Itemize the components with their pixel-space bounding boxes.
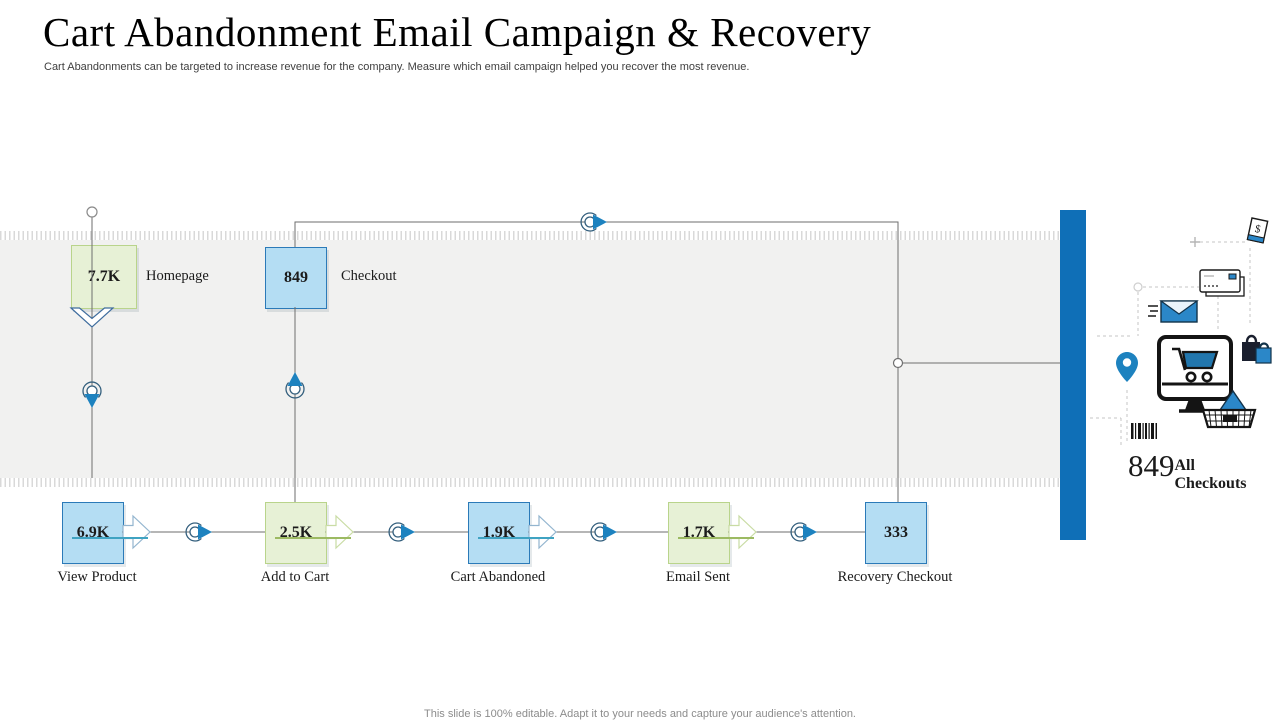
location-pin-icon bbox=[1116, 352, 1138, 382]
page-title: Cart Abandonment Email Campaign & Recove… bbox=[43, 9, 872, 55]
receipt-icon: $ bbox=[1246, 217, 1269, 244]
node-add-to-cart[interactable]: 2.5K bbox=[265, 502, 327, 564]
node-email-sent-value: 1.7K bbox=[682, 524, 716, 541]
shopping-bag-icon bbox=[1242, 334, 1272, 364]
node-view-product-label: View Product bbox=[57, 569, 137, 585]
footer-note: This slide is 100% editable. Adapt it to… bbox=[424, 708, 856, 720]
node-recovery-checkout[interactable]: 333 bbox=[865, 502, 927, 564]
flow-marker-right-icon bbox=[590, 522, 618, 542]
total-checkouts: 849 All Checkouts bbox=[1128, 450, 1263, 494]
node-email-sent[interactable]: 1.7K bbox=[668, 502, 730, 564]
accent-bar bbox=[1060, 210, 1086, 540]
node-checkout-value: 849 bbox=[284, 269, 308, 286]
shopping-basket-icon bbox=[1201, 389, 1257, 429]
flow-marker-right-icon bbox=[790, 522, 818, 542]
total-checkouts-value: 849 bbox=[1128, 448, 1175, 483]
credit-card-icon bbox=[1199, 269, 1245, 297]
perforation-band-top bbox=[0, 231, 1062, 240]
node-view-product-value: 6.9K bbox=[76, 524, 110, 541]
node-homepage-label: Homepage bbox=[146, 268, 209, 284]
node-add-to-cart-label: Add to Cart bbox=[260, 569, 330, 585]
node-homepage[interactable]: 7.7K bbox=[71, 245, 137, 309]
node-view-product[interactable]: 6.9K bbox=[62, 502, 124, 564]
dash-node-circle bbox=[1133, 282, 1143, 292]
block-arrows bbox=[122, 515, 757, 549]
icon-cluster-dashes bbox=[1090, 241, 1251, 447]
node-add-to-cart-value: 2.5K bbox=[279, 524, 313, 541]
node-recovery-checkout-value: 333 bbox=[884, 524, 908, 541]
barcode-icon bbox=[1131, 423, 1157, 439]
node-checkout-label: Checkout bbox=[341, 268, 397, 284]
flow-marker-right-icon bbox=[388, 522, 416, 542]
node-cart-abandoned[interactable]: 1.9K bbox=[468, 502, 530, 564]
node-checkout[interactable]: 849 bbox=[265, 247, 327, 309]
flow-marker-right-icon bbox=[185, 522, 213, 542]
plus-icon bbox=[1190, 237, 1200, 247]
node-email-sent-label: Email Sent bbox=[665, 569, 731, 585]
send-email-icon bbox=[1148, 300, 1199, 323]
node-homepage-value: 7.7K bbox=[87, 268, 121, 285]
perforation-band-bottom bbox=[0, 478, 1062, 487]
monitor-cart-icon bbox=[1157, 335, 1233, 413]
total-checkouts-label: All Checkouts bbox=[1174, 457, 1247, 493]
node-recovery-checkout-label: Recovery Checkout bbox=[837, 569, 953, 585]
flow-marker-right-icon bbox=[580, 212, 608, 232]
connector-start-circle bbox=[86, 206, 98, 218]
node-cart-abandoned-value: 1.9K bbox=[482, 524, 516, 541]
svg-text:$: $ bbox=[1254, 223, 1262, 236]
node-cart-abandoned-label: Cart Abandoned bbox=[450, 569, 546, 585]
page-subtitle: Cart Abandonments can be targeted to inc… bbox=[44, 61, 750, 73]
